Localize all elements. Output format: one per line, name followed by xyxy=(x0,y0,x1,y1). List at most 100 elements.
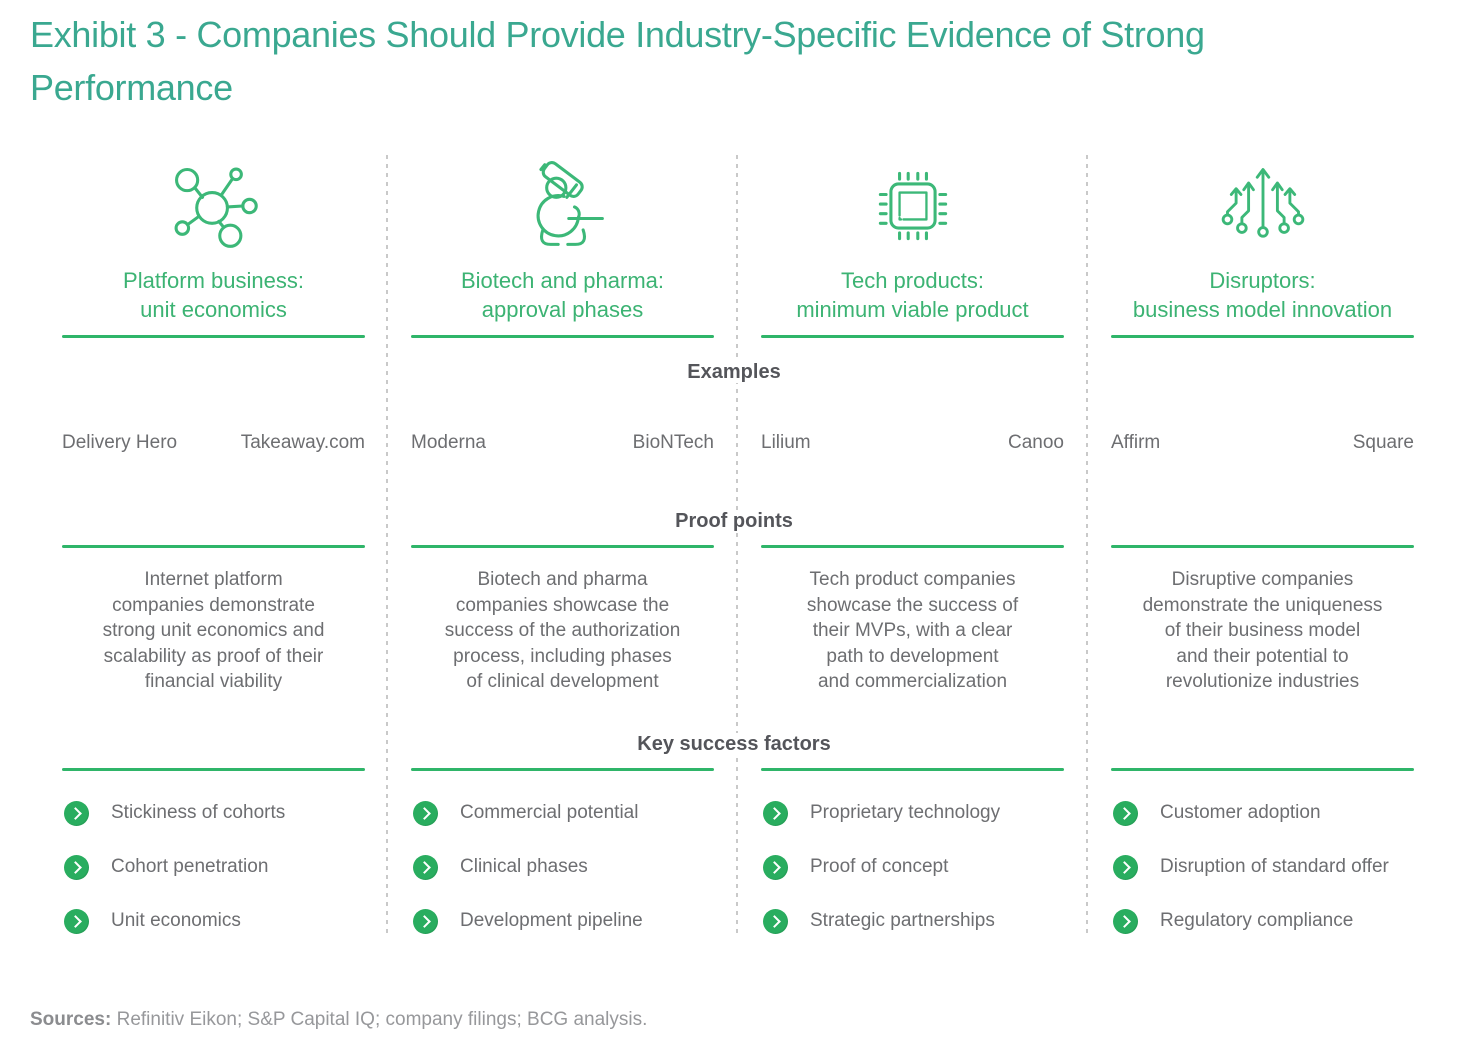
factor-row: Stickiness of cohorts xyxy=(64,800,365,826)
proof-line: and commercialization xyxy=(817,671,1008,692)
sources-text: Refinitiv Eikon; S&P Capital IQ; company… xyxy=(111,1009,648,1030)
proof-point-text: Internet platform companies demonstrate … xyxy=(54,567,373,695)
proof-line: of their business model xyxy=(1164,620,1361,641)
factor-row: Clinical phases xyxy=(413,854,714,880)
column-divider xyxy=(736,155,738,935)
proof-line: scalability as proof of their xyxy=(103,645,324,667)
factor-label: Cohort penetration xyxy=(111,856,269,877)
proof-line: demonstrate the uniqueness xyxy=(1142,594,1383,616)
factor-label: Disruption of standard offer xyxy=(1160,856,1389,877)
factor-label: Proprietary technology xyxy=(810,802,1001,823)
column-header-line1: Disruptors: xyxy=(1209,268,1316,293)
proof-line: revolutionize industries xyxy=(1165,671,1360,692)
proof-line: of clinical development xyxy=(466,671,659,692)
factor-label: Clinical phases xyxy=(460,856,588,877)
factor-row: Customer adoption xyxy=(1113,800,1414,826)
factor-label: Stickiness of cohorts xyxy=(111,802,286,823)
column-platform-business: Platform business: unit economics Delive… xyxy=(62,155,365,945)
factor-row: Cohort penetration xyxy=(64,854,365,880)
key-success-rule xyxy=(1111,768,1414,771)
proof-line: financial viability xyxy=(144,671,283,692)
proof-point-rule xyxy=(1111,545,1414,548)
proof-line: path to development xyxy=(826,645,999,667)
factor-row: Development pipeline xyxy=(413,908,714,934)
proof-point-rule xyxy=(411,545,714,548)
proof-point-text: Tech product companies showcase the succ… xyxy=(753,567,1072,695)
column-header-line2: business model innovation xyxy=(1132,297,1393,322)
example-company: Canoo xyxy=(1008,432,1064,453)
proof-line: their MVPs, with a clear xyxy=(812,620,1013,641)
factor-row: Strategic partnerships xyxy=(763,908,1064,934)
chevron-bullet-icon xyxy=(1113,800,1138,826)
key-success-rule xyxy=(761,768,1064,771)
exhibit-title-line2: Performance xyxy=(30,67,233,108)
proof-line: Tech product companies xyxy=(809,569,1016,590)
example-company: Takeaway.com xyxy=(240,432,365,453)
chevron-bullet-icon xyxy=(64,800,89,826)
sources-label: Sources: xyxy=(30,1009,112,1030)
chevron-bullet-icon xyxy=(1113,908,1138,934)
chevron-bullet-icon xyxy=(763,854,788,880)
column-header-line1: Tech products: xyxy=(840,268,985,293)
column-header-line1: Biotech and pharma: xyxy=(460,268,665,293)
header-underline xyxy=(411,335,714,338)
chevron-bullet-icon xyxy=(763,800,788,826)
proof-point-text: Disruptive companies demonstrate the uni… xyxy=(1103,567,1422,695)
chevron-bullet-icon xyxy=(413,800,438,826)
factor-label: Regulatory compliance xyxy=(1160,910,1354,931)
factor-label: Commercial potential xyxy=(460,802,639,823)
proof-point-rule xyxy=(761,545,1064,548)
column-divider xyxy=(1086,155,1088,935)
factor-row: Regulatory compliance xyxy=(1113,908,1414,934)
examples-row: Affirm Square xyxy=(1111,431,1414,455)
column-header: Biotech and pharma: approval phases xyxy=(401,266,724,324)
factor-label: Strategic partnerships xyxy=(810,910,995,931)
chevron-bullet-icon xyxy=(1113,854,1138,880)
proof-points-heading: Proof points xyxy=(0,509,1468,533)
examples-row: Delivery Hero Takeaway.com xyxy=(62,431,365,455)
proof-line: process, including phases xyxy=(453,645,672,667)
header-underline xyxy=(1111,335,1414,338)
factor-label: Proof of concept xyxy=(810,856,949,877)
proof-line: success of the authorization xyxy=(444,620,681,641)
chevron-bullet-icon xyxy=(413,854,438,880)
column-header-line2: minimum viable product xyxy=(796,297,1029,322)
example-company: Square xyxy=(1352,432,1414,453)
example-company: BioNTech xyxy=(632,432,714,453)
column-header-line1: Platform business: xyxy=(123,268,304,293)
factor-row: Unit economics xyxy=(64,908,365,934)
proof-line: companies showcase the xyxy=(455,594,670,616)
column-tech-products: Tech products: minimum viable product Li… xyxy=(761,155,1064,945)
column-header-line2: approval phases xyxy=(481,297,644,322)
column-divider xyxy=(386,155,388,935)
proof-line: Biotech and pharma xyxy=(477,569,648,590)
chevron-bullet-icon xyxy=(64,908,89,934)
exhibit-title-line1: Exhibit 3 - Companies Should Provide Ind… xyxy=(30,14,1205,55)
microscope-icon xyxy=(515,158,611,254)
header-underline xyxy=(761,335,1064,338)
example-company: Delivery Hero xyxy=(62,432,178,453)
example-company: Affirm xyxy=(1111,432,1161,453)
sources-note: Sources: Refinitiv Eikon; S&P Capital IQ… xyxy=(30,1009,647,1031)
column-header: Platform business: unit economics xyxy=(52,266,375,324)
key-success-factors-heading: Key success factors xyxy=(0,732,1468,756)
column-header-line2: unit economics xyxy=(140,297,287,322)
examples-row: Moderna BioNTech xyxy=(411,431,714,455)
column-header: Disruptors: business model innovation xyxy=(1101,266,1424,324)
chip-icon xyxy=(865,158,961,254)
factor-label: Development pipeline xyxy=(460,910,643,931)
factor-row: Proprietary technology xyxy=(763,800,1064,826)
factor-label: Unit economics xyxy=(111,910,241,931)
chevron-bullet-icon xyxy=(763,908,788,934)
factor-row: Proof of concept xyxy=(763,854,1064,880)
examples-heading: Examples xyxy=(0,360,1468,384)
proof-line: showcase the success of xyxy=(806,594,1019,616)
key-success-rule xyxy=(62,768,365,771)
proof-line: strong unit economics and xyxy=(102,620,325,641)
proof-point-rule xyxy=(62,545,365,548)
chevron-bullet-icon xyxy=(413,908,438,934)
arrows-up-icon xyxy=(1215,158,1311,254)
proof-line: companies demonstrate xyxy=(112,594,315,616)
header-underline xyxy=(62,335,365,338)
